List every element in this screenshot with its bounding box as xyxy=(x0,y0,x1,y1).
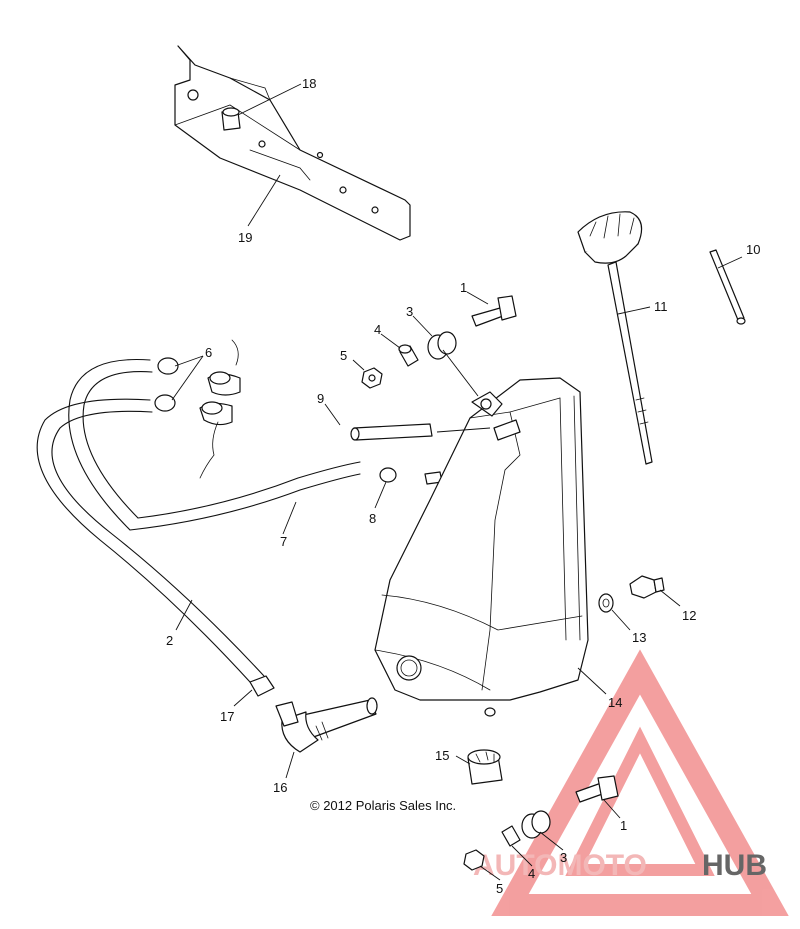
mounting-bracket xyxy=(174,45,411,241)
hose-clamps xyxy=(154,339,241,479)
callout-5-upper: 5 xyxy=(340,348,347,363)
callout-7: 7 xyxy=(280,534,287,549)
callout-15: 15 xyxy=(435,748,449,763)
callout-2: 2 xyxy=(166,633,173,648)
watermark-brand-b: HUB xyxy=(702,849,767,882)
callout-1-lower: 1 xyxy=(620,818,627,833)
callout-10: 10 xyxy=(746,242,760,257)
callout-14: 14 xyxy=(608,695,622,710)
callout-1-upper: 1 xyxy=(460,280,467,295)
watermark-brand-a: AUTOMOTO xyxy=(473,849,647,882)
coolant-hose xyxy=(36,398,265,683)
bracket-bolt xyxy=(221,107,241,131)
coolant-reservoir xyxy=(374,377,589,717)
reservoir-cap-dipstick xyxy=(577,211,653,465)
callout-16: 16 xyxy=(273,780,287,795)
callout-5-lower: 5 xyxy=(496,881,503,896)
callout-4-lower: 4 xyxy=(528,866,535,881)
bleed-screw xyxy=(629,575,665,599)
sealing-washer xyxy=(598,593,614,613)
callout-8: 8 xyxy=(369,511,376,526)
tube-clamp xyxy=(379,467,443,485)
callout-labels: 18 19 10 11 1 3 4 5 6 9 8 7 2 17 16 15 1… xyxy=(166,76,760,896)
callout-18: 18 xyxy=(302,76,316,91)
callout-11: 11 xyxy=(654,299,668,314)
callout-12: 12 xyxy=(682,608,696,623)
leader-lines xyxy=(171,83,743,881)
vent-tube xyxy=(350,423,433,441)
callout-3-upper: 3 xyxy=(406,304,413,319)
callout-6: 6 xyxy=(205,345,212,360)
callout-9: 9 xyxy=(317,391,324,406)
lower-fastener-set xyxy=(463,775,619,871)
callout-4-upper: 4 xyxy=(374,322,381,337)
elbow-fitting xyxy=(275,697,378,753)
callout-13: 13 xyxy=(632,630,646,645)
drain-nut xyxy=(467,749,503,785)
hose-ferrule xyxy=(249,675,275,697)
callout-17: 17 xyxy=(220,709,234,724)
callout-3-lower: 3 xyxy=(560,850,567,865)
copyright-notice: © 2012 Polaris Sales Inc. xyxy=(310,798,456,813)
overflow-hose xyxy=(68,358,361,531)
watermark-logo: AUTOMOTO HUB xyxy=(473,649,789,916)
callout-19: 19 xyxy=(238,230,252,245)
upper-fastener-set xyxy=(361,295,517,389)
pin xyxy=(709,249,746,325)
